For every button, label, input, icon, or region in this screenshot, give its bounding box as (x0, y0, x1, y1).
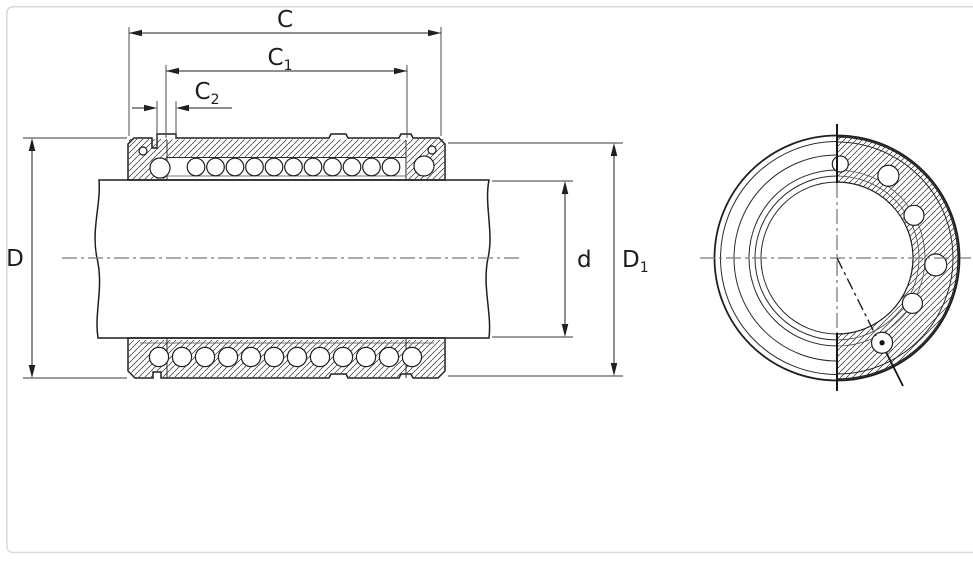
dimension-c2: C2 (132, 79, 232, 148)
ball-circle (901, 292, 924, 314)
label-d1: D1 (622, 247, 649, 276)
marked-ball-center-dot (879, 340, 885, 346)
label-d-shaft: d (577, 247, 592, 273)
bushing-top-half (127, 133, 446, 181)
ball-trace-line (836, 257, 904, 387)
ball-circle (148, 346, 170, 368)
end-ball (413, 155, 435, 177)
ball-circle (381, 157, 401, 177)
ball-circle (171, 346, 193, 368)
dimension-c1: C1 (165, 45, 408, 138)
ball-circle (240, 346, 262, 368)
ball-circle (332, 346, 354, 368)
ball-row-top (186, 157, 401, 177)
ball-circle (284, 157, 303, 177)
ball-circle (217, 346, 239, 368)
ball-circle (194, 346, 216, 368)
section-hatch (836, 136, 959, 380)
ball-circle (401, 346, 423, 368)
ball-circle (264, 157, 284, 177)
label-d-outer: D (6, 246, 24, 272)
label-c2: C2 (195, 79, 220, 108)
label-c1: C1 (268, 45, 293, 74)
dimension-d-outer: D (6, 137, 127, 379)
dimension-d-shaft: d (492, 180, 592, 338)
ball-circle (303, 157, 323, 177)
end-view (700, 124, 971, 391)
ball-circle (924, 253, 948, 277)
ball-circle (263, 346, 285, 368)
ball-circle (355, 346, 377, 368)
label-c: C (277, 7, 293, 33)
ball-circle (903, 204, 925, 226)
ball-circle (877, 164, 900, 187)
ball-circle (309, 346, 331, 368)
dimension-d1: D1 (448, 142, 649, 377)
ball-circle (342, 157, 362, 177)
ball-circle (323, 157, 342, 177)
ball-row-bottom (148, 346, 423, 368)
ball-circle (225, 157, 245, 177)
ball-circle (186, 157, 206, 177)
ball-circle (362, 157, 381, 177)
ball-circle (378, 346, 400, 368)
ball-circle (206, 157, 225, 177)
end-view-balls (831, 155, 948, 354)
end-ball (149, 157, 171, 179)
section-view: C C1 C2 D (6, 7, 649, 379)
card-border (6, 6, 973, 554)
dimension-c: C (128, 7, 442, 136)
ball-circle (831, 155, 849, 173)
bushing-bottom-half (127, 337, 446, 379)
ball-circle (245, 157, 264, 177)
ball-circle (286, 346, 308, 368)
outer-sleeve-hatch (167, 139, 406, 158)
shaft (94, 179, 491, 339)
